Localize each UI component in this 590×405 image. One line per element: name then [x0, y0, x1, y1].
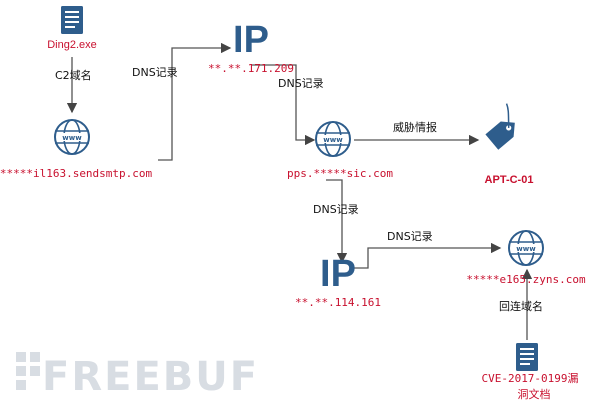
node-ip1: IP **.**.171.209 — [208, 19, 294, 75]
edge-label-threat: 威胁情报 — [393, 120, 437, 134]
edge-dns2 — [252, 64, 316, 146]
edge-dns4 — [352, 242, 502, 269]
domain2-label: pps.*****sic.com — [287, 167, 393, 180]
edge-label-dns3: DNS记录 — [313, 203, 359, 216]
globe-icon — [508, 230, 544, 266]
node-domain2: pps.*****sic.com — [287, 121, 393, 180]
edge-label-dns2: DNS记录 — [278, 77, 324, 90]
file-icon — [516, 343, 538, 371]
apt-label: APT-C-01 — [485, 174, 534, 186]
domain3-label: *****e165.zyns.com — [466, 273, 586, 286]
globe-icon — [315, 121, 351, 157]
edge-label-c2: C2域名 — [55, 68, 92, 82]
ip-icon: IP — [320, 253, 356, 295]
edge-dns3 — [326, 179, 348, 264]
file2-label-line2: 洞文档 — [518, 387, 551, 401]
node-apt: APT-C-01 — [485, 103, 534, 186]
edge-label-dns4: DNS记录 — [387, 230, 433, 243]
file1-label: Ding2.exe — [47, 39, 97, 51]
ip-icon: IP — [233, 19, 269, 61]
edges — [66, 42, 533, 340]
node-file2: CVE-2017-0199漏 洞文档 — [481, 343, 579, 401]
node-domain3: *****e165.zyns.com — [466, 230, 586, 286]
domain1-label: *****il163.sendsmtp.com — [0, 167, 153, 180]
edge-dns1 — [158, 42, 232, 161]
file2-label-line1: CVE-2017-0199漏 — [481, 372, 578, 385]
edge-label-callback: 回连域名 — [499, 299, 543, 313]
tag-icon — [485, 103, 515, 150]
freebuf-watermark: FREEBUF — [16, 352, 259, 400]
node-domain1: *****il163.sendsmtp.com — [0, 119, 153, 180]
file-icon — [61, 6, 83, 34]
ip2-label: **.**.114.161 — [295, 296, 381, 309]
watermark-text: FREEBUF — [42, 354, 259, 400]
edge-label-dns1: DNS记录 — [132, 66, 178, 79]
node-ip2: IP **.**.114.161 — [295, 253, 381, 309]
ip1-label: **.**.171.209 — [208, 62, 294, 75]
edge-labels: C2域名 DNS记录 DNS记录 威胁情报 DNS记录 DNS记录 回连域名 — [55, 66, 543, 313]
globe-icon — [54, 119, 90, 155]
node-file1: Ding2.exe — [47, 6, 97, 51]
